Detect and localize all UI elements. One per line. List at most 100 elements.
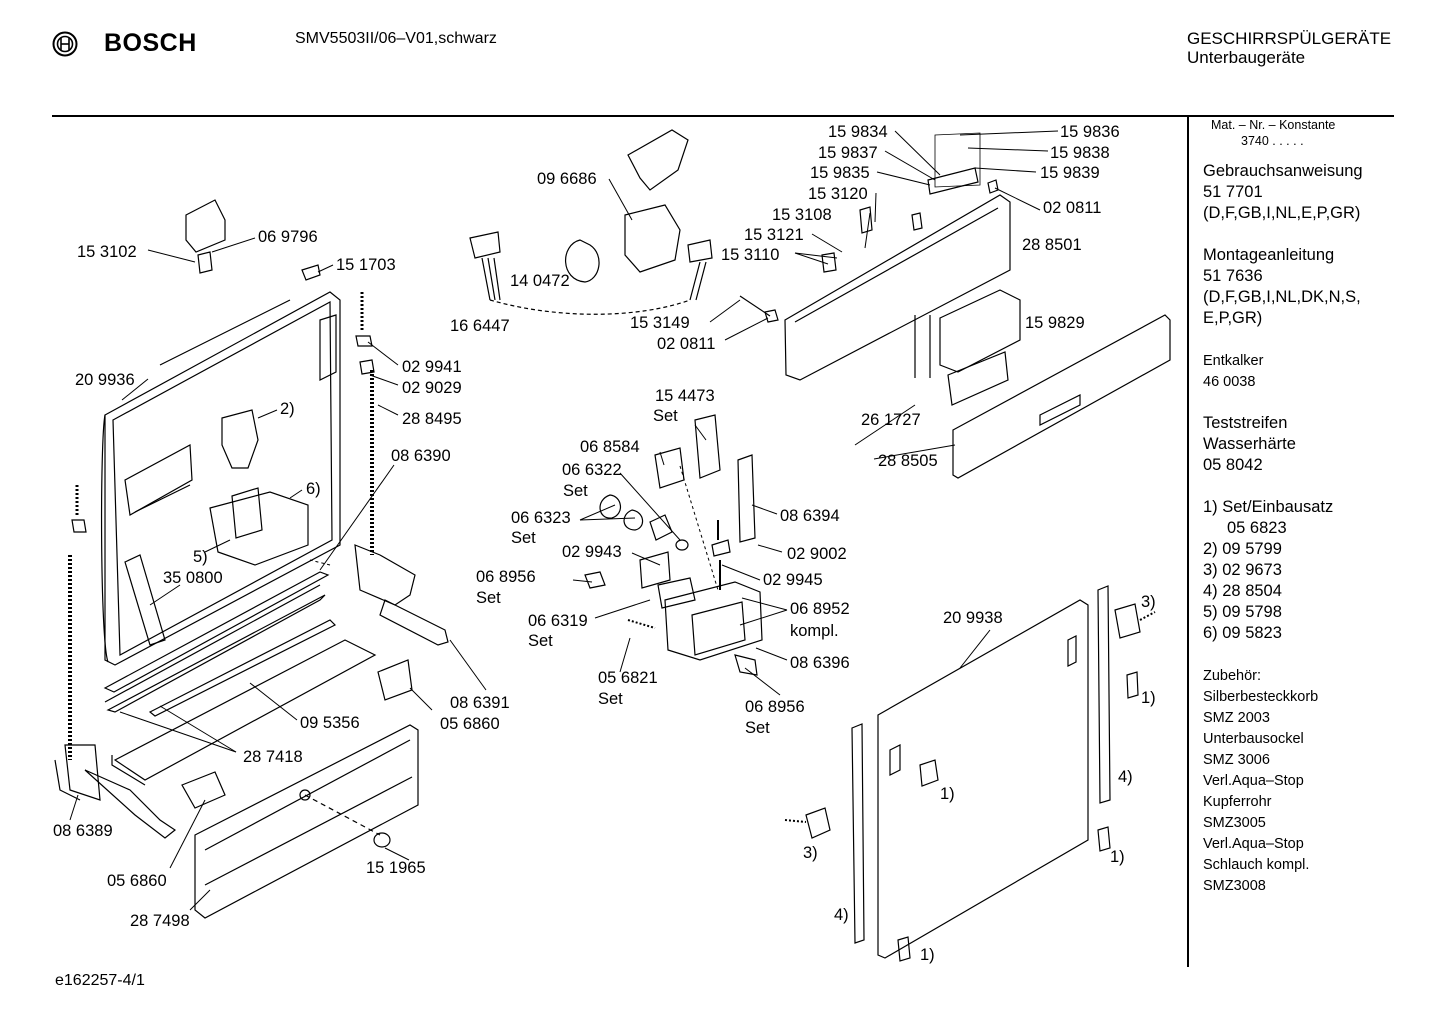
accessory-item: Verl.Aqua–Stop	[1203, 836, 1304, 852]
gebrauch-languages: (D,F,GB,I,NL,E,P,GR)	[1203, 204, 1361, 222]
part-label: 06 8956	[745, 698, 805, 716]
part-label: 02 9945	[763, 571, 823, 589]
part-label: 28 7498	[130, 912, 190, 930]
part-label: 15 1965	[366, 859, 426, 877]
part-label: 15 3110	[721, 246, 779, 264]
dispenser-unit	[209, 409, 309, 566]
part-label: 06 8956	[476, 568, 536, 586]
part-label: 15 3149	[630, 314, 690, 332]
door-latches	[784, 603, 1156, 962]
header-divider	[52, 115, 1394, 117]
part-label: 15 3121	[744, 226, 804, 244]
part-label: 2)	[280, 400, 295, 418]
part-label: 02 0811	[657, 335, 715, 353]
montage-number: 51 7636	[1203, 267, 1263, 285]
model-number: SMV5503II/06–V01,schwarz	[295, 30, 497, 47]
part-label: 4)	[1118, 768, 1133, 786]
part-label: 14 0472	[510, 272, 570, 290]
part-label: 15 3120	[808, 185, 868, 203]
part-label: 1)	[1141, 689, 1156, 707]
note-item: 3) 02 9673	[1203, 561, 1282, 579]
part-label: Set	[745, 719, 770, 737]
part-label: 15 9834	[828, 123, 888, 141]
part-label: 28 7418	[243, 748, 303, 766]
hinge-spring-left	[54, 485, 177, 839]
part-label: 35 0800	[163, 569, 223, 587]
part-label: 08 6391	[450, 694, 510, 712]
part-label: 4)	[834, 906, 849, 924]
part-label: 3)	[1141, 593, 1156, 611]
accessory-item: SMZ 3006	[1203, 752, 1270, 768]
part-label: 15 1703	[336, 256, 396, 274]
accessory-item: Kupferrohr	[1203, 794, 1272, 810]
part-label: Set	[528, 632, 553, 650]
note-item: 05 6823	[1227, 519, 1287, 537]
part-label: Set	[511, 529, 536, 547]
part-label: kompl.	[790, 622, 839, 640]
teststreifen-number: 05 8042	[1203, 456, 1263, 474]
accessory-item: SMZ3005	[1203, 815, 1266, 831]
accessory-item: SMZ3008	[1203, 878, 1266, 894]
exploded-parts-diagram: 15 9834 15 9836 15 9837 15 9838 15 9835 …	[53, 123, 1171, 964]
mat-nr-label: Mat. – Nr. – Konstante	[1211, 118, 1336, 132]
part-label: 02 9029	[402, 379, 462, 397]
document-id: e162257-4/1	[55, 972, 145, 989]
part-label: 08 6390	[391, 447, 451, 465]
part-label: 15 9837	[818, 144, 878, 162]
sidebar-divider	[1187, 117, 1189, 967]
part-label: 3)	[803, 844, 818, 862]
outer-door-panel	[877, 599, 1089, 959]
part-label: Set	[476, 589, 501, 607]
base-panel	[181, 659, 419, 919]
part-label: Set	[563, 482, 588, 500]
part-label: 28 8495	[402, 410, 462, 428]
part-label: 15 3102	[77, 243, 137, 261]
part-label: 1)	[1110, 848, 1125, 866]
part-label: 20 9938	[943, 609, 1003, 627]
part-label: 05 6821	[598, 669, 658, 687]
note-item: 1) Set/Einbausatz	[1203, 498, 1334, 516]
part-label: 02 9002	[787, 545, 847, 563]
accessory-item: Verl.Aqua–Stop	[1203, 773, 1304, 789]
montage-title: Montageanleitung	[1203, 246, 1335, 264]
part-label: 06 8952	[790, 600, 850, 618]
wasserhaerte-title: Wasserhärte	[1203, 435, 1296, 453]
part-label: 6)	[306, 480, 321, 498]
montage-languages-2: E,P,GR)	[1203, 309, 1263, 327]
seal-strips	[103, 571, 377, 786]
part-label: 15 9836	[1060, 123, 1120, 141]
part-label: 28 8501	[1022, 236, 1082, 254]
part-label: 15 9838	[1050, 144, 1110, 162]
part-label: 28 8505	[878, 452, 938, 470]
part-label: 15 4473	[655, 387, 715, 405]
part-label: 02 9943	[562, 543, 622, 561]
accessory-item: Unterbausockel	[1203, 731, 1304, 747]
part-label: 26 1727	[861, 411, 921, 429]
hinge-spring-right	[354, 292, 449, 646]
accessory-item: SMZ 2003	[1203, 710, 1270, 726]
part-label: 06 6323	[511, 509, 571, 527]
part-label: 1)	[940, 785, 955, 803]
note-item: 2) 09 5799	[1203, 540, 1282, 558]
accessory-item: Schlauch kompl.	[1203, 857, 1310, 873]
part-label: Set	[598, 690, 623, 708]
teststreifen-title: Teststreifen	[1203, 414, 1288, 432]
part-label: 08 6396	[790, 654, 850, 672]
gebrauch-title: Gebrauchsanweisung	[1203, 162, 1363, 180]
part-label: 09 5356	[300, 714, 360, 732]
note-item: 5) 09 5798	[1203, 603, 1282, 621]
part-label: 05 6860	[107, 872, 167, 890]
note-item: 6) 09 5823	[1203, 624, 1282, 642]
mat-nr-value: 3740 . . . . .	[1241, 134, 1304, 148]
part-label: 08 6389	[53, 822, 113, 840]
part-label: 08 6394	[780, 507, 840, 525]
part-label: 05 6860	[440, 715, 500, 733]
control-panel	[784, 132, 1021, 406]
montage-languages: (D,F,GB,I,NL,DK,N,S,	[1203, 288, 1361, 306]
accessory-item: Zubehör:	[1203, 668, 1262, 684]
part-label: 06 8584	[580, 438, 640, 456]
part-label: 09 6686	[537, 170, 597, 188]
part-label: 06 6319	[528, 612, 588, 630]
gebrauch-number: 51 7701	[1203, 183, 1263, 201]
leader-lines	[69, 130, 1059, 911]
